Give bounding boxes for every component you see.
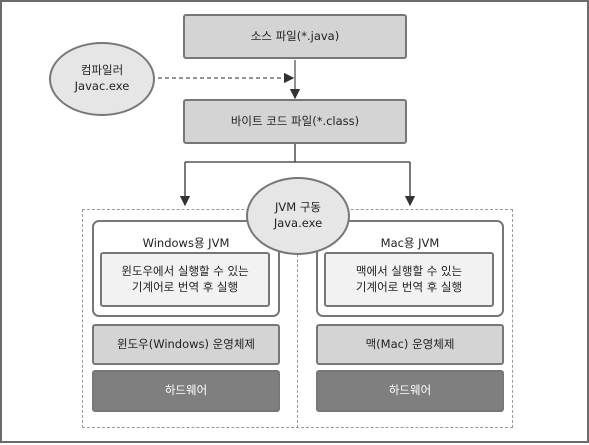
compiler-label: 컴파일러 <box>80 63 124 78</box>
jvm-run-exe-label: Java.exe <box>273 216 323 230</box>
mac-hardware-label: 하드웨어 <box>388 383 432 398</box>
source-file-label: 소스 파일(*.java) <box>250 28 340 43</box>
windows-jvm-label: Windows용 JVM <box>142 236 230 250</box>
jvm-run-oval: JVM 구동 Java.exe <box>246 177 350 255</box>
mac-translate-box: 맥에서 실행할 수 있는 기계어로 번역 후 실행 <box>324 252 494 307</box>
mac-os-label: 맥(Mac) 운영체제 <box>365 336 455 351</box>
bytecode-file-label: 바이트 코드 파일(*.class) <box>230 113 360 128</box>
windows-hardware-box: 하드웨어 <box>92 370 280 412</box>
windows-translate-box: 윈도우에서 실행할 수 있는 기계어로 번역 후 실행 <box>100 252 270 307</box>
windows-hardware-label: 하드웨어 <box>164 383 208 398</box>
mac-jvm-label: Mac용 JVM <box>380 236 440 250</box>
mac-hardware-box: 하드웨어 <box>316 370 504 412</box>
source-file-box: 소스 파일(*.java) <box>183 14 407 59</box>
windows-os-label: 윈도우(Windows) 운영체제 <box>116 336 256 351</box>
mac-translate-line2: 기계어로 번역 후 실행 <box>355 279 463 294</box>
windows-os-box: 윈도우(Windows) 운영체제 <box>92 324 280 365</box>
windows-translate-line1: 윈도우에서 실행할 수 있는 <box>121 263 249 278</box>
platform-divider <box>297 209 298 428</box>
compiler-exe-label: Javac.exe <box>74 79 130 93</box>
compiler-oval: 컴파일러 Javac.exe <box>49 42 155 116</box>
jvm-run-label: JVM 구동 <box>275 200 321 215</box>
bytecode-file-box: 바이트 코드 파일(*.class) <box>183 99 407 144</box>
mac-translate-line1: 맥에서 실행할 수 있는 <box>355 263 463 278</box>
windows-translate-line2: 기계어로 번역 후 실행 <box>131 279 239 294</box>
mac-os-box: 맥(Mac) 운영체제 <box>316 324 504 365</box>
